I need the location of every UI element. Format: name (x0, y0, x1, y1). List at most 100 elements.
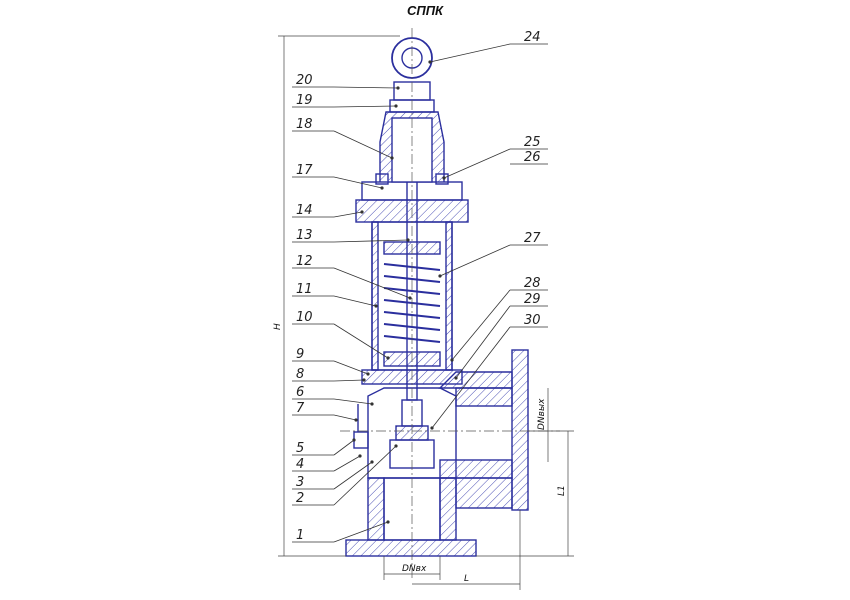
callout-12: 12 (292, 254, 412, 300)
callout-7: 7 (292, 401, 358, 422)
callout-label: 1 (296, 528, 304, 543)
callout-label: 24 (524, 30, 541, 45)
callout-label: 26 (524, 150, 541, 165)
callout-3: 3 (292, 460, 374, 490)
callout-leader (455, 305, 511, 379)
callout-dot (360, 210, 364, 214)
callout-label: 20 (296, 73, 313, 88)
callout-dot (386, 356, 390, 360)
callout-dot (362, 378, 366, 382)
callout-leader (333, 211, 363, 218)
callout-dot (370, 460, 374, 464)
callout-leader (333, 105, 397, 108)
callout-leader (333, 360, 369, 375)
center-lines (340, 28, 560, 580)
callout-17: 17 (292, 163, 384, 190)
callout-label: 9 (296, 347, 304, 362)
callout-label: 8 (296, 367, 304, 382)
callout-11: 11 (292, 282, 378, 308)
callout-2: 2 (292, 444, 398, 506)
callout-leader (333, 461, 373, 490)
callout-dot (394, 444, 398, 448)
callout-dot (438, 274, 442, 278)
callout-4: 4 (292, 454, 362, 472)
callout-20: 20 (292, 73, 400, 90)
callout-dot (430, 426, 434, 430)
inlet-wall-right (439, 477, 457, 541)
callout-27: 27 (438, 231, 548, 278)
callout-label: 25 (524, 135, 541, 150)
callout-leader (333, 176, 383, 189)
callout-label: 28 (524, 276, 541, 291)
dim-outlet-label: DNвых (537, 398, 547, 430)
dimension-lines (278, 35, 574, 590)
callout-label: 6 (296, 385, 304, 400)
callout-dot (454, 376, 458, 380)
inlet-flange (345, 539, 477, 557)
callout-dot (352, 438, 356, 442)
outlet-wall-top (455, 387, 513, 407)
callout-label: 27 (524, 231, 541, 246)
callout-label: 2 (296, 491, 304, 506)
callout-10: 10 (292, 310, 390, 360)
callout-5: 5 (292, 438, 356, 456)
callout-dot (394, 104, 398, 108)
callout-leader (333, 379, 365, 382)
callout-9: 9 (292, 347, 370, 376)
callout-14: 14 (292, 203, 364, 218)
callout-dot (406, 238, 410, 242)
callout-leader (333, 414, 357, 421)
dim-height-label: H (273, 323, 283, 330)
callout-label: 29 (524, 292, 541, 307)
bonnet (355, 37, 469, 401)
callout-dot (374, 304, 378, 308)
callout-dot (358, 454, 362, 458)
callout-dot (408, 296, 412, 300)
callout-leader (451, 289, 511, 361)
outlet-flange (511, 349, 529, 511)
callout-leader (429, 43, 511, 63)
callout-leader (333, 295, 377, 307)
callout-28: 28 (450, 276, 548, 362)
callout-label: 5 (296, 441, 304, 456)
callout-leader (333, 439, 355, 456)
callout-leader (443, 148, 511, 179)
callout-label: 17 (296, 163, 313, 178)
callout-label: 10 (296, 310, 313, 325)
callout-dot (366, 372, 370, 376)
callout-29: 29 (454, 292, 548, 380)
callout-leader (333, 239, 409, 243)
callout-leader (333, 267, 411, 299)
dim-length1-label: L1 (557, 485, 567, 496)
callout-1: 1 (292, 520, 390, 543)
callout-label: 12 (296, 254, 313, 269)
callout-label: 3 (296, 475, 304, 490)
callout-leader (333, 445, 397, 506)
callout-13: 13 (292, 228, 410, 243)
callout-label: 14 (296, 203, 313, 218)
callout-dot (354, 418, 358, 422)
callout-dot (380, 186, 384, 190)
callout-leader (431, 326, 511, 429)
outlet-lower (455, 477, 513, 509)
callout-6: 6 (292, 385, 374, 406)
callout-leader (333, 455, 361, 472)
callout-19: 19 (292, 93, 398, 108)
callout-leader (333, 398, 373, 405)
callout-leader (333, 323, 389, 359)
callout-dot (390, 156, 394, 160)
dimension-labels: H L1 DNвых L DNвх (273, 323, 567, 584)
callout-8: 8 (292, 367, 366, 382)
callout-leader (439, 244, 511, 277)
callout-30: 30 (430, 313, 548, 430)
callout-leader (333, 521, 389, 543)
callout-dot (370, 402, 374, 406)
outlet-wall-bottom (439, 459, 513, 479)
dim-length-label: L (464, 574, 469, 584)
callout-24: 24 (428, 30, 548, 64)
callout-leader (333, 86, 399, 89)
callout-leader (333, 130, 393, 159)
